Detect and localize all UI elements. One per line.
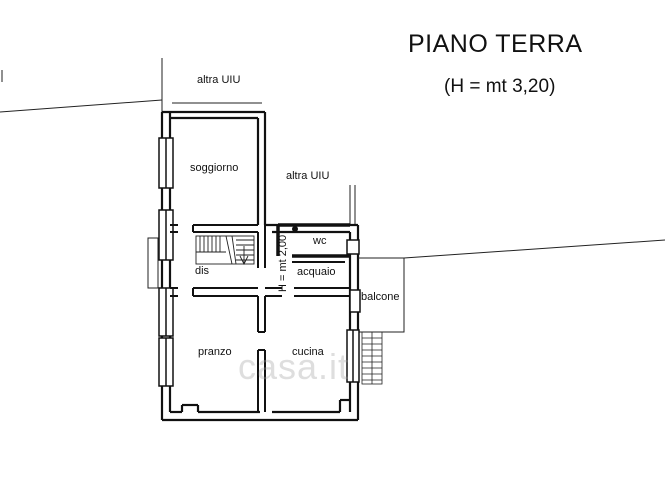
context-lines: [0, 58, 665, 259]
windows-left: [158, 137, 174, 387]
room-label-cucina: cucina: [292, 346, 324, 358]
height-note-vertical: H = mt 2,00: [277, 234, 289, 292]
external-stair: [361, 331, 383, 385]
plan-title: PIANO TERRA: [408, 30, 583, 58]
room-label-pranzo: pranzo: [198, 346, 232, 358]
entrance-step: [147, 237, 159, 289]
label-altra-uiu-top: altra UIU: [197, 74, 241, 86]
wc-pipe-dot: [292, 226, 298, 232]
label-altra-uiu-right: altra UIU: [286, 170, 330, 182]
room-label-dis: dis: [195, 265, 210, 277]
watermark-logo: casa.it: [238, 346, 350, 387]
wc-walls: [276, 223, 350, 258]
windows-right: [346, 239, 360, 383]
room-label-wc: wc: [313, 235, 327, 247]
room-label-balcone: balcone: [361, 291, 400, 303]
room-label-acquaio: acquaio: [297, 266, 336, 278]
room-label-soggiorno: soggiorno: [190, 162, 239, 174]
staircase: [195, 235, 255, 266]
plan-height-subtitle: (H = mt 3,20): [444, 76, 556, 97]
